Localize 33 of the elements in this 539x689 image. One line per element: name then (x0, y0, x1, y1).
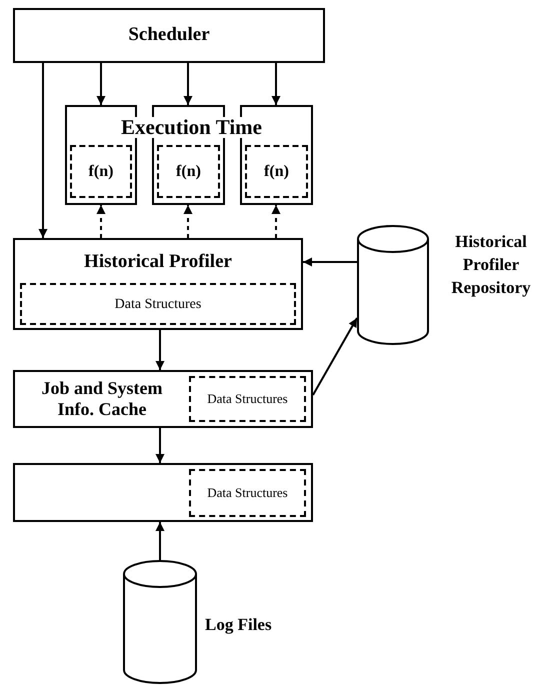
arrow (156, 428, 164, 463)
node-label: f(n) (88, 162, 114, 182)
arrow (184, 63, 192, 105)
node-label: f(n) (264, 162, 289, 182)
dashed-arrow (96, 205, 106, 238)
dashed-box (70, 145, 132, 198)
node-label: Data Structures (207, 392, 288, 406)
dashed-arrow (272, 205, 280, 238)
dashed-box (189, 376, 306, 422)
node-label: Historical Profiler (84, 250, 232, 274)
arrow (156, 522, 164, 560)
arrow (96, 63, 106, 105)
process-box (13, 370, 313, 428)
node-label: Data Structures (114, 296, 202, 314)
node-caption: Log Files (205, 614, 273, 636)
arrow (156, 330, 164, 370)
node-label: Scheduler (128, 23, 210, 48)
arrow (38, 63, 48, 238)
node-label: f(n) (176, 162, 201, 182)
dashed-arrow (184, 205, 192, 238)
dashed-box (157, 145, 220, 198)
node-label: Job and System Info. Cache (40, 378, 164, 420)
node-label: Data Structures (207, 486, 288, 500)
arrow (272, 63, 280, 105)
arrow (312, 318, 358, 396)
node-caption: Historical Profiler Repository (450, 231, 532, 299)
process-box (13, 463, 313, 522)
dashed-box (245, 145, 308, 198)
process-box (13, 238, 303, 330)
process-box (13, 8, 325, 63)
arrow (303, 258, 357, 266)
dashed-box (20, 283, 296, 325)
dashed-box (189, 469, 306, 517)
